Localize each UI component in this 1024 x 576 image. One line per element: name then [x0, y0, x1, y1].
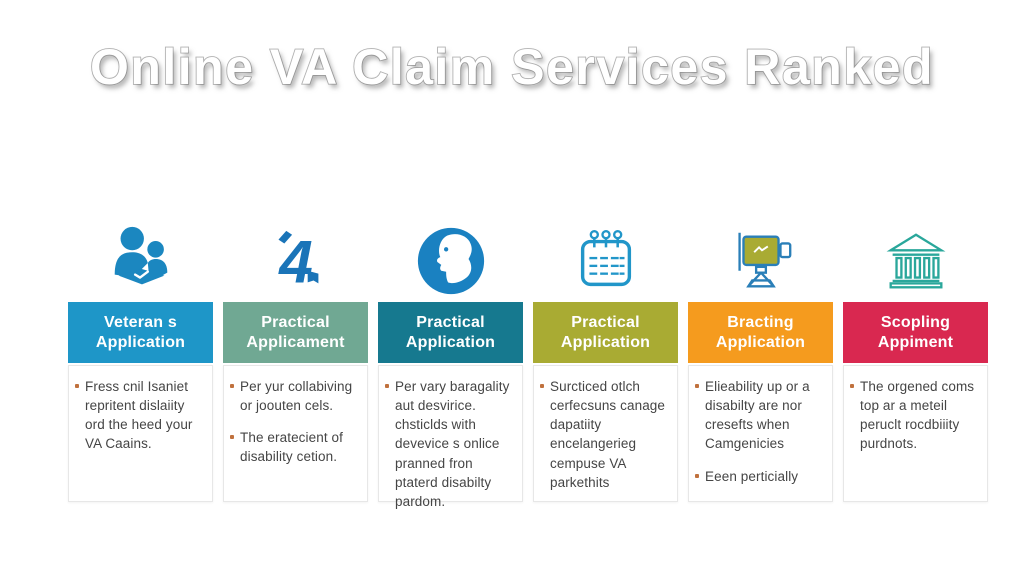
bullet-marker-icon	[385, 384, 389, 388]
column-header: Practical Application	[533, 302, 678, 363]
bullet-marker-icon	[75, 384, 79, 388]
column-header: Practical Applicament	[223, 302, 368, 363]
list-item: The eratecient of disability cetion.	[230, 428, 360, 466]
column-bracting-application: Bracting Application Elieability up or a…	[688, 218, 833, 502]
column-header: Bracting Application	[688, 302, 833, 363]
list-item: Per vary baragality aut desvirice. chsti…	[385, 377, 515, 511]
bullet-text: Per vary baragality aut desvirice. chsti…	[395, 379, 510, 509]
bullet-marker-icon	[695, 473, 699, 478]
header-line: Appiment	[877, 333, 954, 351]
column-practical-applicament: 4 Practical Applicament Per yur collabiv…	[223, 218, 368, 502]
projector-icon	[688, 218, 833, 298]
bullet-text: Per yur collabiving or joouten cels.	[240, 379, 353, 414]
column-card: Fress cnil Isaniet repritent dislaiity o…	[68, 365, 213, 502]
header-line: Scopling	[880, 313, 951, 331]
list-item: Elieability up or a disabilty are nor cr…	[695, 377, 825, 454]
list-item: The orgened coms top ar a meteil peruclt…	[850, 377, 980, 454]
column-card: The orgened coms top ar a meteil peruclt…	[843, 365, 988, 502]
column-practical-application-head: Practical Application Per vary baragalit…	[378, 218, 523, 509]
column-card: Elieability up or a disabilty are nor cr…	[688, 365, 833, 502]
column-card: Per vary baragality aut desvirice. chsti…	[378, 365, 523, 509]
bullet-marker-icon	[695, 384, 699, 388]
bullet-marker-icon	[850, 384, 854, 388]
header-line: Practical	[416, 313, 485, 331]
list-item: Surcticed otlch cerfecsuns canage dapati…	[540, 377, 670, 492]
columns-row: Veteran s Application Fress cnil Isaniet…	[68, 218, 988, 509]
column-header: Practical Application	[378, 302, 523, 363]
number-4-icon: 4	[223, 218, 368, 298]
column-card: Surcticed otlch cerfecsuns canage dapati…	[533, 365, 678, 502]
svg-text:4: 4	[278, 227, 313, 295]
bullet-text: Surcticed otlch cerfecsuns canage dapati…	[550, 379, 666, 490]
calendar-icon	[533, 218, 678, 298]
bullet-text: Fress cnil Isaniet repritent dislaiity o…	[85, 379, 193, 452]
column-practical-application-calendar: Practical Application Surcticed otlch ce…	[533, 218, 678, 502]
column-header: Scopling Appiment	[843, 302, 988, 363]
column-veterans-application: Veteran s Application Fress cnil Isaniet…	[68, 218, 213, 502]
bullet-marker-icon	[230, 435, 234, 440]
column-card: Per yur collabiving or joouten cels. The…	[223, 365, 368, 502]
bullet-text: Elieability up or a disabilty are nor cr…	[705, 379, 810, 452]
page-title: Online VA Claim Services Ranked	[89, 38, 935, 96]
head-profile-icon	[378, 218, 523, 298]
list-item: Fress cnil Isaniet repritent dislaiity o…	[75, 377, 205, 454]
header-line: Application	[95, 333, 186, 351]
column-scopling-appiment: Scopling Appiment The orgened coms top a…	[843, 218, 988, 502]
bullet-marker-icon	[540, 384, 544, 388]
header-line: Practical	[571, 313, 640, 331]
column-header: Veteran s Application	[68, 302, 213, 363]
bullet-marker-icon	[230, 384, 234, 388]
header-line: Veteran s	[104, 313, 177, 331]
people-reading-icon	[68, 218, 213, 298]
header-line: Application	[405, 333, 496, 351]
header-line: Application	[715, 333, 806, 351]
bank-building-icon	[843, 218, 988, 298]
list-item: Per yur collabiving or joouten cels.	[230, 377, 360, 415]
list-item: Eeen perticially	[695, 467, 825, 486]
header-line: Practical	[261, 313, 330, 331]
bullet-text: Eeen perticially	[705, 468, 799, 484]
bullet-text: The eratecient of disability cetion.	[240, 430, 344, 465]
header-line: Application	[560, 333, 651, 351]
header-line: Bracting	[727, 313, 794, 331]
header-line: Applicament	[246, 333, 345, 351]
bullet-text: The orgened coms top ar a meteil peruclt…	[860, 379, 975, 452]
